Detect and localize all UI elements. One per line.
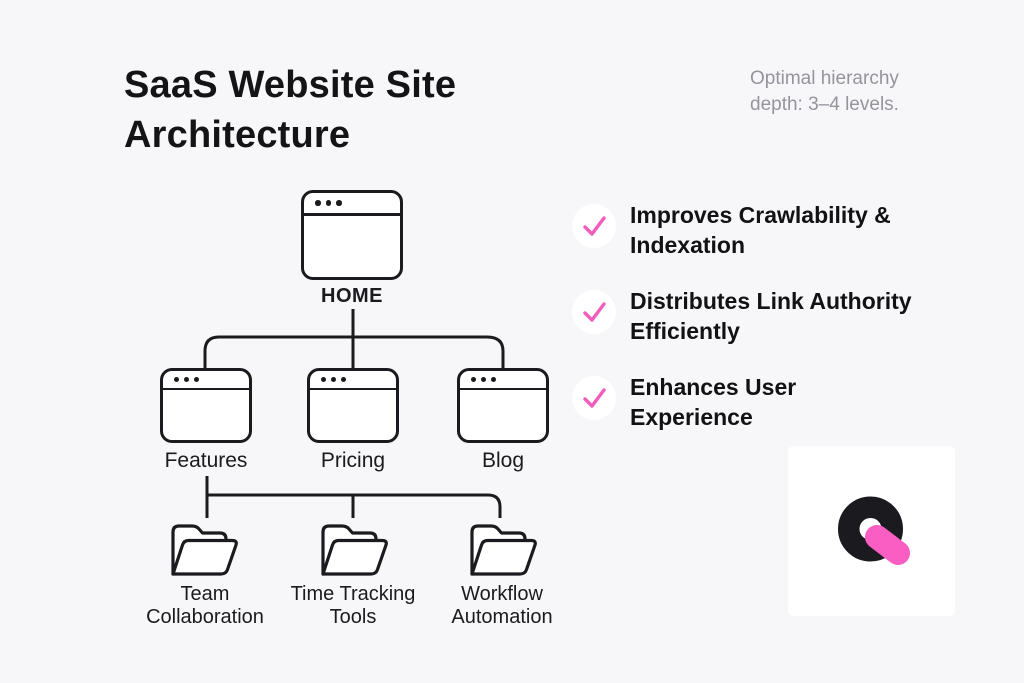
browser-window-icon — [301, 190, 403, 280]
window-dot-icon — [331, 377, 336, 382]
browser-window-icon — [307, 368, 399, 443]
check-icon — [572, 204, 616, 248]
window-dot-icon — [321, 377, 326, 382]
browser-window-icon — [457, 368, 549, 443]
hierarchy-depth-note-line-1: Optimal hierarchy — [750, 68, 899, 89]
folder-icon — [470, 524, 537, 576]
browser-window-icon — [160, 368, 252, 443]
page-title-line-1: SaaS Website Site — [124, 64, 457, 106]
window-dot-icon — [174, 377, 179, 382]
browser-window-titlebar — [460, 371, 546, 390]
window-dot-icon — [341, 377, 346, 382]
benefit-item: Distributes Link Authority Efficiently — [572, 286, 922, 346]
window-dot-icon — [471, 377, 476, 382]
window-dot-icon — [194, 377, 199, 382]
window-dot-icon — [184, 377, 189, 382]
folder-icon — [321, 524, 388, 576]
benefit-label: Enhances User Experience — [630, 374, 797, 430]
browser-window-titlebar — [304, 193, 400, 216]
node-label-workflow-automation: Workflow Automation — [451, 583, 553, 628]
check-icon — [572, 376, 616, 420]
check-icon — [572, 290, 616, 334]
node-label-time-tracking-tools: Time Tracking Tools — [290, 583, 416, 628]
benefit-item: Enhances User Experience — [572, 372, 922, 432]
node-label-team-collaboration: Team Collaboration — [146, 583, 264, 628]
page-title: SaaS Website Site Architecture — [124, 60, 604, 160]
node-label-home: HOME — [321, 285, 383, 307]
browser-window-titlebar — [163, 371, 249, 390]
benefit-label: Improves Crawlability & Indexation — [630, 202, 891, 258]
folder-icon — [171, 524, 238, 576]
node-label-features: Features — [164, 449, 248, 472]
window-dot-icon — [325, 200, 331, 206]
hierarchy-depth-note-line-2: depth: 3–4 levels. — [750, 94, 899, 115]
logo-card — [788, 446, 955, 616]
hierarchy-depth-note: Optimal hierarchy depth: 3–4 levels. — [750, 66, 960, 118]
node-label-pricing: Pricing — [320, 449, 386, 472]
benefit-item: Improves Crawlability & Indexation — [572, 200, 922, 260]
benefit-label: Distributes Link Authority Efficiently — [630, 288, 912, 344]
window-dot-icon — [315, 200, 321, 206]
page-title-line-2: Architecture — [124, 114, 351, 156]
q-logo — [838, 496, 910, 565]
window-dot-icon — [336, 200, 342, 206]
node-label-blog: Blog — [481, 449, 525, 472]
window-dot-icon — [491, 377, 496, 382]
window-dot-icon — [481, 377, 486, 382]
browser-window-titlebar — [310, 371, 396, 390]
